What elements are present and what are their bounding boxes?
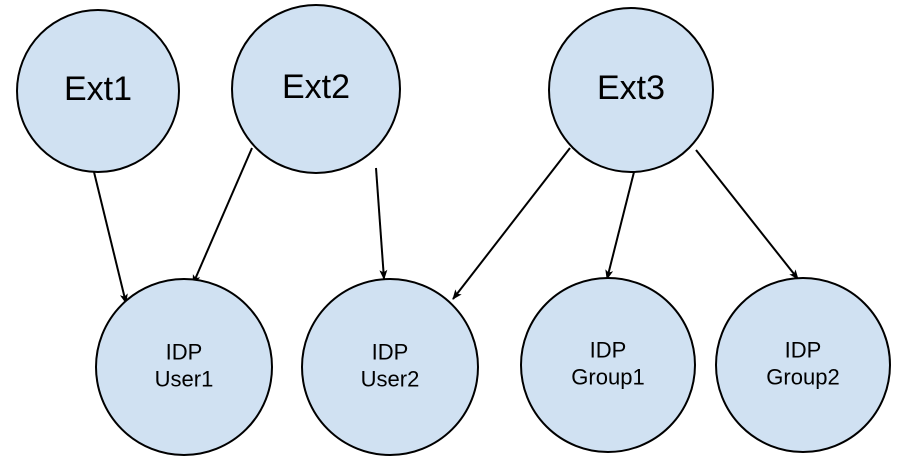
node-label-line: Ext2 <box>282 68 350 106</box>
node-shape-ext2[interactable] <box>231 4 401 174</box>
node-label-ext1: Ext1 <box>64 70 132 108</box>
node-label-line: Ext1 <box>64 70 132 108</box>
node-shape-idp-group1[interactable] <box>520 277 696 453</box>
node-label-line: Ext3 <box>597 69 665 107</box>
edge-ext3-to-idp-user2 <box>452 147 571 300</box>
node-shape-idp-group2[interactable] <box>715 277 891 453</box>
node-shape-idp-user2[interactable] <box>301 278 479 456</box>
node-ext2[interactable]: Ext2 <box>231 4 401 174</box>
node-label-ext3: Ext3 <box>597 69 665 107</box>
node-label-line: User2 <box>361 366 420 391</box>
node-label-line: IDP <box>785 337 822 362</box>
edge-ext2-to-idp-user1 <box>192 147 253 285</box>
node-ext1[interactable]: Ext1 <box>16 9 180 173</box>
node-label-line: IDP <box>590 337 627 362</box>
edges-layer <box>93 147 799 304</box>
node-label-line: Group2 <box>766 364 839 389</box>
node-label-line: IDP <box>166 339 203 364</box>
node-shape-ext1[interactable] <box>16 9 180 173</box>
edge-ext3-to-idp-group2 <box>695 149 799 280</box>
node-shape-idp-user1[interactable] <box>95 278 273 456</box>
edge-ext2-to-idp-user2 <box>375 167 388 280</box>
node-label-ext2: Ext2 <box>282 68 350 106</box>
edge-ext3-to-idp-group1 <box>605 171 635 280</box>
node-label-line: User1 <box>155 366 214 391</box>
node-shape-ext3[interactable] <box>548 7 714 173</box>
edge-ext1-to-idp-user1 <box>93 171 128 304</box>
node-ext3[interactable]: Ext3 <box>548 7 714 173</box>
node-label-line: Group1 <box>571 364 644 389</box>
node-label-line: IDP <box>372 339 409 364</box>
